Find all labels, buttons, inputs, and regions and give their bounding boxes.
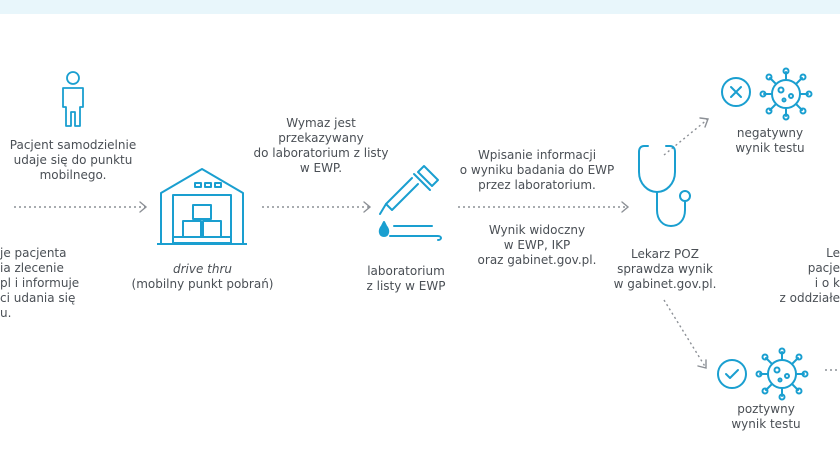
person-icon — [62, 71, 84, 127]
top-band — [0, 0, 840, 14]
result-visible-text: Wynik widoczny w EWP, IKP oraz gabinet.g… — [477, 223, 597, 267]
pipette-icon — [378, 165, 442, 241]
warehouse-icon — [157, 168, 247, 245]
arrow-to-positive — [663, 299, 707, 369]
positive-result-label: poztywny wynik testu — [731, 402, 801, 431]
swab-transfer-text: Wymaz jest przekazywany do laboratorium … — [253, 116, 389, 175]
result-entry-text: Wpisanie informacji o wyniku badania do … — [459, 148, 615, 192]
virus-icon — [755, 347, 809, 401]
check-circle-icon — [717, 359, 747, 389]
x-circle-icon — [721, 77, 751, 107]
stethoscope-icon — [638, 145, 691, 227]
patient-text: Pacjent samodzielnie udaje się do punktu… — [9, 138, 137, 182]
doctor-text: Lekarz POZ sprawdza wynik w gabinet.gov.… — [613, 247, 717, 291]
negative-result-label: negatywny wynik testu — [735, 126, 805, 155]
right-cut-text: Le pacje i o k z oddziałe — [779, 246, 840, 305]
virus-icon — [759, 67, 813, 121]
laboratory-label: laboratorium z listy w EWP — [366, 264, 446, 293]
drive-thru-label: drive thru (mobilny punkt pobrań) — [131, 262, 274, 291]
left-cut-text: je pacjenta ia zlecenie pl i informuje c… — [0, 246, 80, 320]
